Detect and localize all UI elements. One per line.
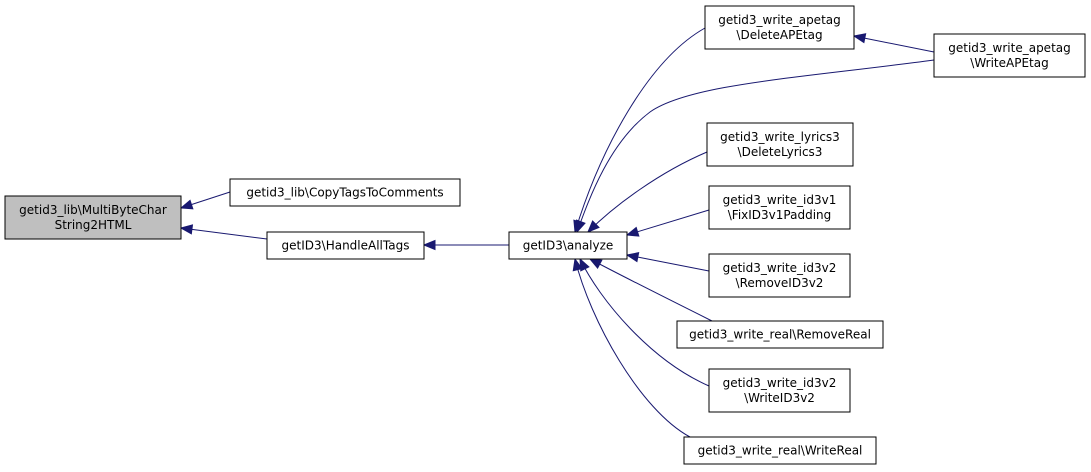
node-writeid3[interactable]: getid3_write_id3v2\WriteID3v2 <box>708 368 851 413</box>
node-label-line: getid3_lib\MultiByteChar <box>19 203 167 217</box>
node-label-line: \WriteID3v2 <box>744 391 815 405</box>
edge-line <box>587 151 708 233</box>
arrowhead <box>588 258 603 270</box>
edge-dellyr-to-analyze <box>587 151 708 233</box>
node-label-line: getid3_write_real\WriteReal <box>698 444 863 458</box>
edge-line <box>589 258 713 322</box>
edge-writeape-to-analyze <box>575 59 935 234</box>
node-label-line: getid3_write_id3v1 <box>723 193 837 207</box>
node-remreal[interactable]: getid3_write_real\RemoveReal <box>676 320 884 349</box>
edge-writeape-to-delape <box>852 33 935 53</box>
node-box <box>708 185 851 230</box>
node-label-line: getid3_write_apetag <box>948 41 1071 55</box>
node-label-line: String2HTML <box>55 218 132 232</box>
node-fixid3[interactable]: getid3_write_id3v1\FixID3v1Padding <box>708 185 851 230</box>
node-remid3[interactable]: getid3_write_id3v2\RemoveID3v2 <box>708 253 851 298</box>
edges-layer <box>179 27 935 438</box>
node-box <box>4 195 182 240</box>
node-label-line: getid3_write_id3v2 <box>723 376 837 390</box>
edge-line <box>190 228 268 240</box>
node-box <box>933 33 1086 78</box>
arrowhead <box>625 226 640 237</box>
edge-line <box>636 209 710 233</box>
edge-remreal-to-analyze <box>588 258 713 322</box>
edge-line <box>574 27 706 233</box>
node-writeape[interactable]: getid3_write_apetag\WriteAPEtag <box>933 33 1086 78</box>
node-label-line: getid3_write_id3v2 <box>723 261 837 275</box>
node-label-line: \WriteAPEtag <box>970 56 1048 70</box>
edge-line <box>579 258 710 387</box>
arrowhead <box>179 224 194 235</box>
arrowhead <box>572 257 583 272</box>
node-label-line: getid3_lib\CopyTagsToComments <box>246 186 443 200</box>
edge-line <box>190 191 231 206</box>
edge-line <box>574 258 691 438</box>
arrowhead <box>179 199 194 210</box>
arrowhead <box>575 219 586 234</box>
edge-line <box>576 59 935 233</box>
node-box <box>508 231 628 260</box>
node-label-line: \DeleteLyrics3 <box>738 145 823 159</box>
node-copy[interactable]: getid3_lib\CopyTagsToComments <box>229 178 461 207</box>
node-label-line: getID3\analyze <box>523 239 614 253</box>
node-label-line: getid3_write_lyrics3 <box>720 130 840 144</box>
node-label-line: \RemoveID3v2 <box>736 276 824 290</box>
edge-line <box>636 256 710 272</box>
node-box <box>706 122 854 167</box>
node-label-line: \DeleteAPEtag <box>736 28 822 42</box>
edge-line <box>863 37 935 53</box>
edge-writeid3-to-analyze <box>579 257 710 387</box>
node-analyze[interactable]: getID3\analyze <box>508 231 628 260</box>
node-box <box>708 368 851 413</box>
node-box <box>229 178 461 207</box>
node-label-line: getid3_write_real\RemoveReal <box>689 328 871 342</box>
node-writereal[interactable]: getid3_write_real\WriteReal <box>683 436 877 465</box>
node-label-line: getID3\HandleAllTags <box>282 239 410 253</box>
node-handle[interactable]: getID3\HandleAllTags <box>266 231 425 260</box>
edge-analyze-to-handle <box>422 239 509 251</box>
edge-delape-to-analyze <box>573 27 706 234</box>
arrowhead <box>587 220 600 233</box>
edge-copy-to-mbc <box>179 191 231 210</box>
arrowhead <box>852 33 867 44</box>
node-box <box>676 320 884 349</box>
nodes-layer: getid3_lib\MultiByteCharString2HTMLgetid… <box>4 5 1086 465</box>
arrowhead <box>422 239 436 251</box>
node-box <box>708 253 851 298</box>
edge-writereal-to-analyze <box>572 257 691 438</box>
arrowhead <box>625 252 640 263</box>
node-dellyr[interactable]: getid3_write_lyrics3\DeleteLyrics3 <box>706 122 854 167</box>
node-label-line: getid3_write_apetag <box>718 13 841 27</box>
node-label-line: \FixID3v1Padding <box>728 208 832 222</box>
edge-handle-to-mbc <box>179 224 268 240</box>
node-box <box>683 436 877 465</box>
edge-remid3-to-analyze <box>625 252 710 272</box>
node-delape[interactable]: getid3_write_apetag\DeleteAPEtag <box>704 5 855 50</box>
node-box <box>266 231 425 260</box>
edge-fixid3-to-analyze <box>625 209 710 237</box>
arrowhead <box>579 257 590 272</box>
node-box <box>704 5 855 50</box>
